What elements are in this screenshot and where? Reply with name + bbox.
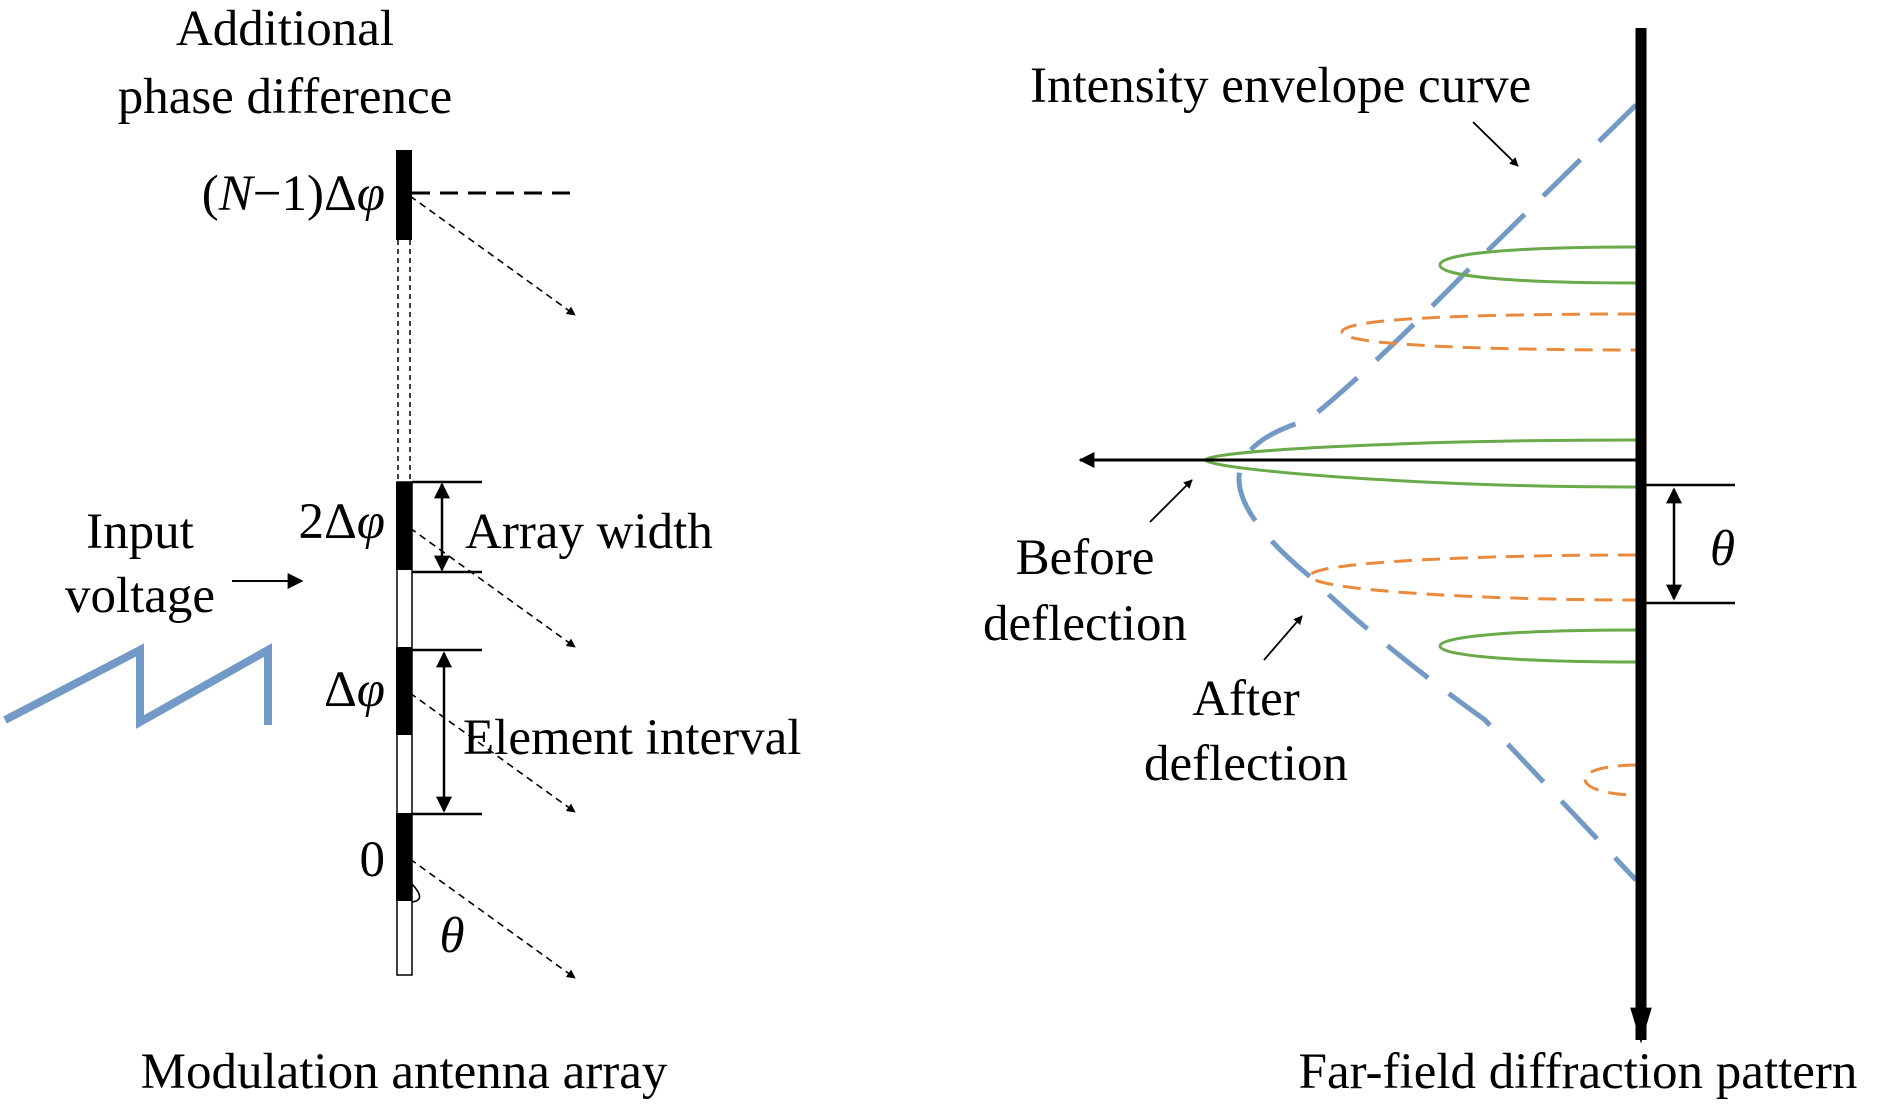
envelope-pointer [1472,121,1519,167]
green-lobe-upper [1438,245,1637,285]
theta-arc-left [409,881,421,903]
before-deflection-pointer [1149,479,1193,523]
after-deflection-line2: deflection [1144,736,1348,792]
element-interval-label: Element interval [463,710,801,766]
array-width-label: Array width [465,504,713,560]
green-lobe-lower [1438,628,1637,664]
after-deflection-pointer [1263,615,1303,661]
input-voltage-line2: voltage [65,568,215,624]
orange-lobe-upper [1340,312,1637,352]
antenna-element-2 [396,482,412,570]
intensity-envelope-curve [1236,103,1638,882]
theta-label-left: θ [439,908,464,964]
emission-arrow-0 [409,858,576,979]
emission-arrow-top [409,195,576,316]
antenna-element-1 [396,647,412,735]
far-field-diffraction-panel: θ Intensity envelope curve Before deflec… [983,28,1857,1100]
green-lobe-center [1202,438,1637,489]
orange-lobe-lower [1583,763,1637,797]
phase-heading-line1: Additional [176,1,394,57]
after-deflection-line1: After [1192,671,1300,727]
input-voltage-line1: Input [86,504,194,560]
antenna-element-0 [396,813,412,901]
before-deflection-line2: deflection [983,596,1187,652]
after-deflection-lobes [1308,312,1637,797]
emission-arrow-2 [409,527,576,648]
phase-label-2: 2Δφ [298,494,385,550]
envelope-label: Intensity envelope curve [1030,58,1531,114]
before-deflection-line1: Before [1016,530,1155,586]
antenna-strip [396,150,413,976]
phase-label-top: (N−1)Δφ [202,166,385,222]
right-caption: Far-field diffraction pattern [1299,1044,1858,1100]
theta-label-right: θ [1710,521,1735,577]
modulation-antenna-array-panel: Additional phase difference (N−1)Δφ 2Δφ … [3,1,801,1100]
antenna-element-top [396,150,412,240]
emission-arrow-1 [409,692,576,813]
phase-label-1: Δφ [324,662,385,718]
orange-lobe-middle [1308,553,1637,602]
array-width-bracket [412,480,482,574]
phase-heading-line2: phase difference [118,69,453,125]
sawtooth-waveform [3,643,272,729]
emission-arrows [409,195,576,979]
element-interval-bracket [412,648,482,816]
phase-label-0: 0 [360,832,386,888]
left-caption: Modulation antenna array [141,1044,668,1100]
